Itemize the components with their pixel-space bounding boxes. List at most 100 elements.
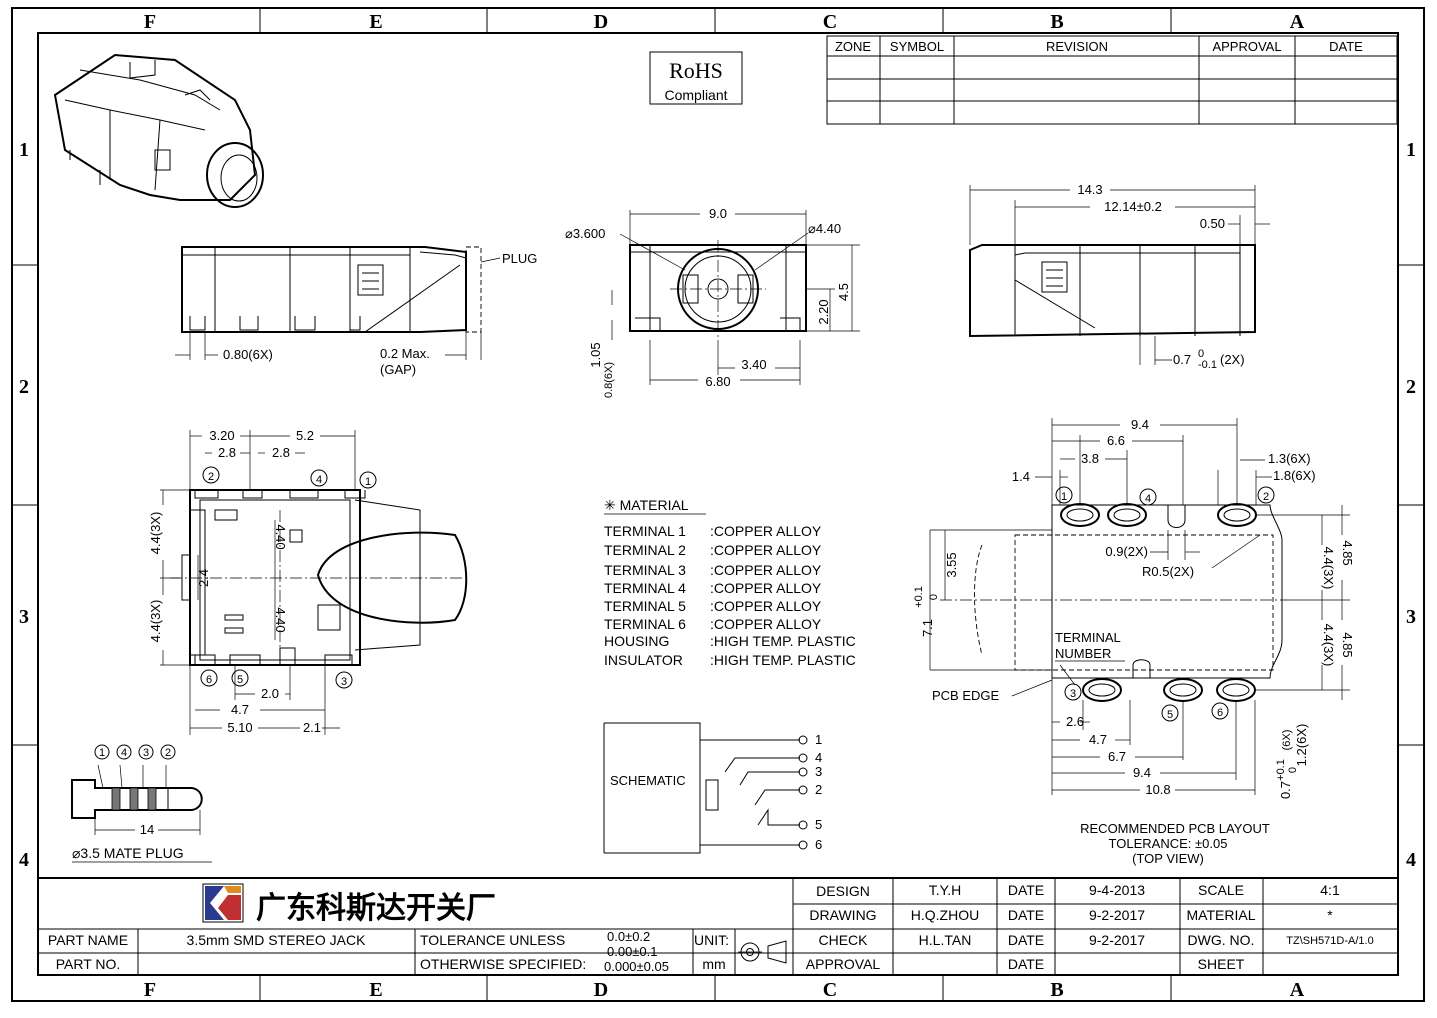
tolerance-a: 0.0±0.2 [607, 929, 650, 944]
unit-value: mm [702, 956, 725, 972]
top-dim-28a: 2.8 [218, 445, 236, 460]
material-title: ✳ MATERIAL [604, 497, 689, 513]
material-item-5: TERMINAL 5 [604, 598, 686, 614]
material-value-7: :HIGH TEMP. PLASTIC [710, 633, 856, 649]
material-list: ✳ MATERIAL TERMINAL 1 :COPPER ALLOY TERM… [604, 497, 856, 668]
material-value-3: :COPPER ALLOY [710, 562, 822, 578]
check-by: H.L.TAN [919, 932, 972, 948]
right-dim-07-suffix: (2X) [1220, 352, 1245, 367]
top-dim-320: 3.20 [209, 428, 234, 443]
mate-plug: 1 4 3 2 14 ⌀3.5 MATE PLUG [71, 744, 212, 863]
scale-value: 4:1 [1320, 882, 1340, 898]
check-date-label: DATE [1008, 932, 1044, 948]
row-label-1: 1 [19, 139, 29, 161]
pcb-dim-108: 10.8 [1145, 782, 1170, 797]
rev-header-date: DATE [1329, 39, 1363, 54]
part-name-value: 3.5mm SMD STEREO JACK [187, 932, 367, 948]
company-name: 广东科斯达开关厂 [256, 891, 496, 926]
front-dim-hole: ⌀3.600 [565, 226, 605, 241]
design-date: 9-4-2013 [1089, 882, 1145, 898]
material-value-1: :COPPER ALLOY [710, 523, 822, 539]
material-value-5: :COPPER ALLOY [710, 598, 822, 614]
pcb-terminal-label-1: TERMINAL [1055, 630, 1121, 645]
projection-symbol-icon [738, 940, 787, 964]
side-dim-pitch: 0.80(6X) [223, 347, 273, 362]
pcb-dim-485b: 4.85 [1340, 632, 1355, 657]
pcb-dim-94: 9.4 [1131, 417, 1149, 432]
front-view: 9.0 ⌀3.600 ⌀4.40 1.05 0.8(6X) 2.20 4.5 3… [565, 206, 860, 398]
side-dim-gap-2: (GAP) [380, 362, 416, 377]
top-pin-4: 4 [316, 474, 322, 486]
pcb-dim-09: 0.9(2X) [1105, 544, 1148, 559]
col-label-b: B [1050, 11, 1063, 33]
schematic: SCHEMATIC 1 4 3 2 5 6 [603, 722, 822, 854]
material-item-4: TERMINAL 4 [604, 580, 686, 596]
design-by: T.Y.H [929, 882, 961, 898]
pcb-pin-5: 5 [1167, 709, 1173, 721]
pcb-dim-44b: 4.4(3X) [1321, 624, 1336, 667]
material-value-8: :HIGH TEMP. PLASTIC [710, 652, 856, 668]
pcb-dim-67: 6.7 [1108, 749, 1126, 764]
side-plug-label: PLUG [502, 251, 537, 266]
row-label-4: 4 [19, 849, 29, 871]
approval-date-label: DATE [1008, 956, 1044, 972]
pcb-dim-47: 4.7 [1089, 732, 1107, 747]
right-dim-1214: 12.14±0.2 [1104, 199, 1162, 214]
top-dim-28b: 2.8 [272, 445, 290, 460]
front-dim-outer: ⌀4.40 [808, 221, 841, 236]
side-view: PLUG 0.80(6X) 0.2 Max. (GAP) [175, 246, 537, 377]
pcb-pin-2: 2 [1263, 491, 1269, 503]
pcb-dim-12: 1.2(6X) [1294, 724, 1309, 767]
material-item-2: TERMINAL 2 [604, 542, 686, 558]
pcb-note-1: RECOMMENDED PCB LAYOUT [1080, 821, 1270, 836]
right-dim-143: 14.3 [1077, 182, 1102, 197]
col-label-d-bottom: D [594, 979, 608, 1001]
col-label-a: A [1290, 11, 1305, 33]
rev-header-approval: APPROVAL [1212, 39, 1281, 54]
approval-label: APPROVAL [806, 956, 881, 972]
row-label-4-right: 4 [1406, 849, 1416, 871]
drawing-date-label: DATE [1008, 907, 1044, 923]
col-label-f: F [144, 11, 156, 33]
pcb-dim-07-tol-bot: 0 [1287, 767, 1299, 773]
check-date: 9-2-2017 [1089, 932, 1145, 948]
material-value-tb: * [1327, 907, 1333, 923]
drawing-by: H.Q.ZHOU [911, 907, 979, 923]
front-dim-h1: 1.05 [588, 342, 603, 367]
col-label-c-bottom: C [823, 979, 837, 1001]
right-dim-07-tol-top: 0 [1198, 348, 1204, 360]
pcb-edge-label: PCB EDGE [932, 688, 1000, 703]
tolerance-line-1: TOLERANCE UNLESS [420, 932, 565, 948]
top-dim-20: 2.0 [261, 686, 279, 701]
col-label-f-bottom: F [144, 979, 156, 1001]
pcb-dim-26: 2.6 [1066, 714, 1084, 729]
pcb-dim-66: 6.6 [1107, 433, 1125, 448]
schematic-pin-2: 2 [815, 782, 822, 797]
design-date-label: DATE [1008, 882, 1044, 898]
col-label-a-bottom: A [1290, 979, 1305, 1001]
side-dim-gap-1: 0.2 Max. [380, 346, 430, 361]
dwg-value: TZ\SH571D-A/1.0 [1286, 935, 1373, 947]
right-dim-050: 0.50 [1200, 216, 1225, 231]
right-view: 14.3 12.14±0.2 0.50 0.7 0 -0.1 (2X) [969, 182, 1270, 371]
col-label-c: C [823, 11, 837, 33]
pcb-terminal-label-2: NUMBER [1055, 646, 1111, 661]
row-label-2: 2 [19, 376, 29, 398]
plug-pin-4: 4 [121, 747, 127, 759]
tolerance-line-2: OTHERWISE SPECIFIED: [420, 956, 586, 972]
revision-table: ZONE SYMBOL REVISION APPROVAL DATE [826, 35, 1398, 125]
top-dim-510: 5.10 [227, 720, 252, 735]
drawing-label: DRAWING [809, 907, 876, 923]
isometric-view [53, 53, 264, 208]
schematic-pin-1: 1 [815, 732, 822, 747]
sheet-label: SHEET [1198, 956, 1245, 972]
top-dim-44-3x-b: 4.4(3X) [148, 600, 163, 643]
pcb-dim-71: 7.1 [920, 619, 935, 637]
top-dim-52: 5.2 [296, 428, 314, 443]
material-item-8: INSULATOR [604, 652, 683, 668]
rev-header-revision: REVISION [1046, 39, 1108, 54]
plug-pin-2: 2 [165, 747, 171, 759]
front-dim-45: 4.5 [836, 283, 851, 301]
row-label-3-right: 3 [1406, 606, 1416, 628]
